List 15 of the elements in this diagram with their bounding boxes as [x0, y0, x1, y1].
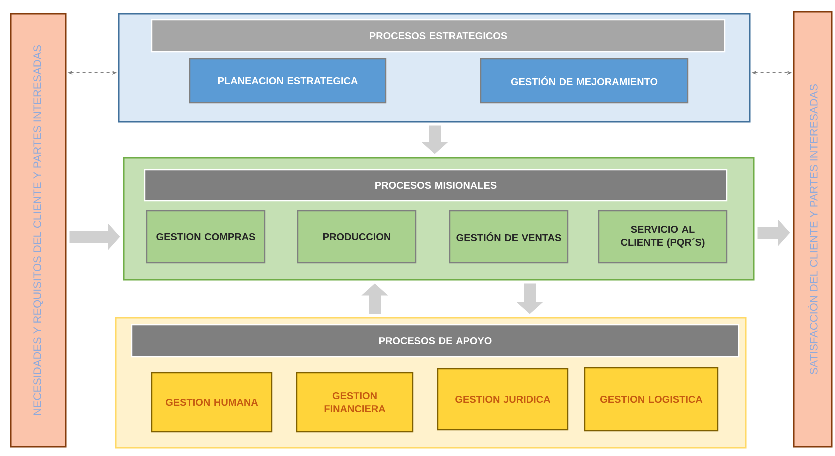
process-box: PRODUCCION: [297, 210, 417, 264]
process-box: GESTION LOGISTICA: [584, 367, 719, 432]
process-box: GESTION FINANCIERA: [296, 372, 414, 433]
process-box: GESTION HUMANA: [151, 372, 273, 433]
process-box: PLANEACION ESTRATEGICA: [189, 58, 387, 104]
process-box: GESTIÓN DE VENTAS: [449, 210, 569, 264]
header-bar: PROCESOS MISIONALES: [144, 169, 728, 202]
side-bar: NECESIDADES Y REQUISITOS DEL CLIENTE Y PARTES INTERESADAS: [10, 13, 67, 448]
process-box: GESTION JURIDICA: [437, 368, 569, 431]
process-box: SERVICIO AL CLIENTE (PQR´S): [598, 210, 728, 264]
header-bar: PROCESOS DE APOYO: [131, 324, 740, 358]
header-bar: PROCESOS ESTRATEGICOS: [151, 19, 726, 53]
process-box: GESTIÓN DE MEJORAMIENTO: [480, 58, 689, 104]
side-bar: SATISFACCIÓN DEL CLIENTE Y PARTES INTERESADAS: [793, 11, 833, 448]
process-box: GESTION COMPRAS: [146, 210, 266, 264]
